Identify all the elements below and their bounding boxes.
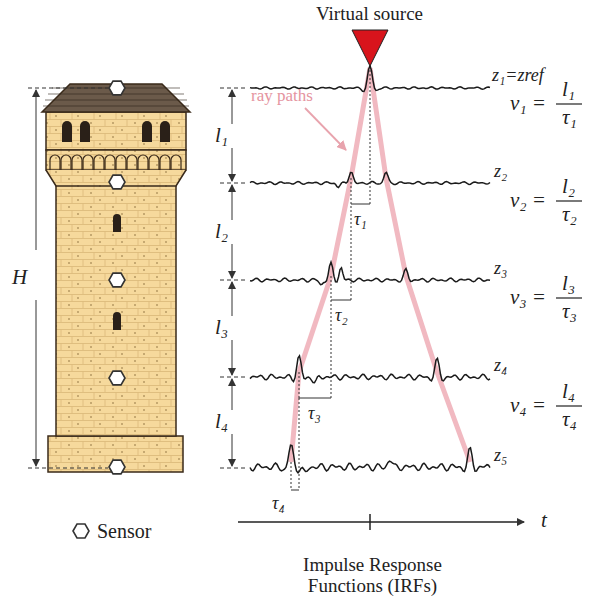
velocity-formula: v₃ = [510, 286, 546, 309]
velocity-formula: l₄ [562, 380, 575, 403]
velocity-formula: τ₂ [562, 203, 577, 226]
math-label: l₃ [215, 316, 228, 339]
caption: Impulse Response Functions (IRFs) [285, 555, 460, 597]
velocity-formula: l₂ [562, 175, 575, 198]
math-label: l₄ [215, 410, 228, 433]
velocity-formula: v₁ = [510, 92, 546, 115]
velocity-formula: τ₃ [562, 300, 577, 323]
math-label: t [541, 509, 547, 532]
math-label: τ₂ [335, 306, 348, 326]
math-label: τ₄ [272, 494, 285, 514]
sensor-swatch [73, 524, 89, 538]
velocity-formula: v₄ = [510, 394, 546, 417]
math-label: z₁=zref [492, 66, 544, 86]
velocity-formula: τ₄ [562, 408, 577, 431]
legend-text: Sensor [97, 520, 151, 542]
math-label: z₅ [494, 446, 507, 466]
ray-label: ray paths [251, 87, 313, 106]
math-label: z₃ [494, 259, 507, 279]
math-label: z₄ [494, 356, 507, 376]
math-label: τ₁ [354, 210, 367, 230]
source-label: Virtual source [316, 4, 423, 25]
height-label: H [12, 266, 27, 289]
velocity-formula: v₂ = [510, 189, 546, 212]
math-label: l₂ [215, 220, 228, 243]
math-label: τ₃ [308, 404, 321, 424]
math-label: z₂ [494, 162, 507, 182]
velocity-formula: l₁ [562, 78, 575, 101]
math-label: l₁ [215, 124, 228, 147]
velocity-formula: τ₁ [562, 106, 577, 129]
velocity-formula: l₃ [562, 272, 575, 295]
